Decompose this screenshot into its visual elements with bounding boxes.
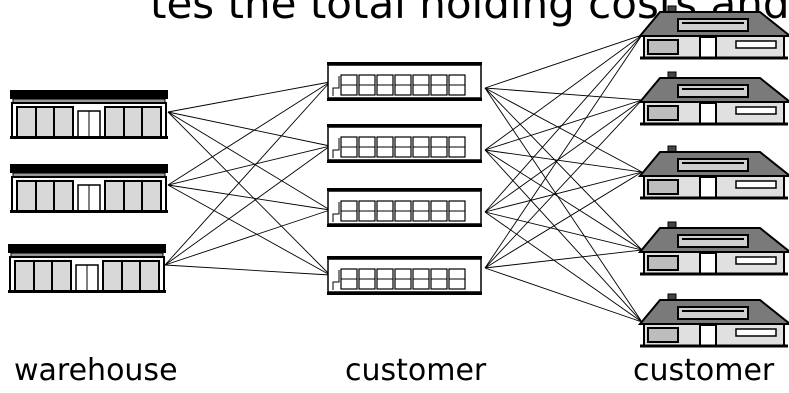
house-icon bbox=[638, 70, 789, 126]
house-icon bbox=[638, 144, 789, 200]
warehouse-building-icon bbox=[9, 89, 169, 140]
house-icon bbox=[638, 220, 789, 276]
house-icon bbox=[638, 4, 789, 60]
warehouse-building-icon bbox=[9, 163, 169, 214]
distribution-center-icon bbox=[326, 255, 483, 296]
middle-column-label: customer bbox=[345, 353, 487, 388]
distribution-center-icon bbox=[326, 187, 483, 228]
distribution-center-icon bbox=[326, 61, 483, 102]
customer-column-label: customer bbox=[633, 353, 775, 388]
edges-dc-to-customer bbox=[484, 34, 643, 323]
warehouse-building-icon bbox=[7, 243, 167, 294]
edges-warehouse-to-dc bbox=[164, 81, 331, 276]
distribution-center-icon bbox=[326, 123, 483, 164]
warehouse-column-label: warehouse bbox=[14, 353, 178, 388]
house-icon bbox=[638, 292, 789, 348]
